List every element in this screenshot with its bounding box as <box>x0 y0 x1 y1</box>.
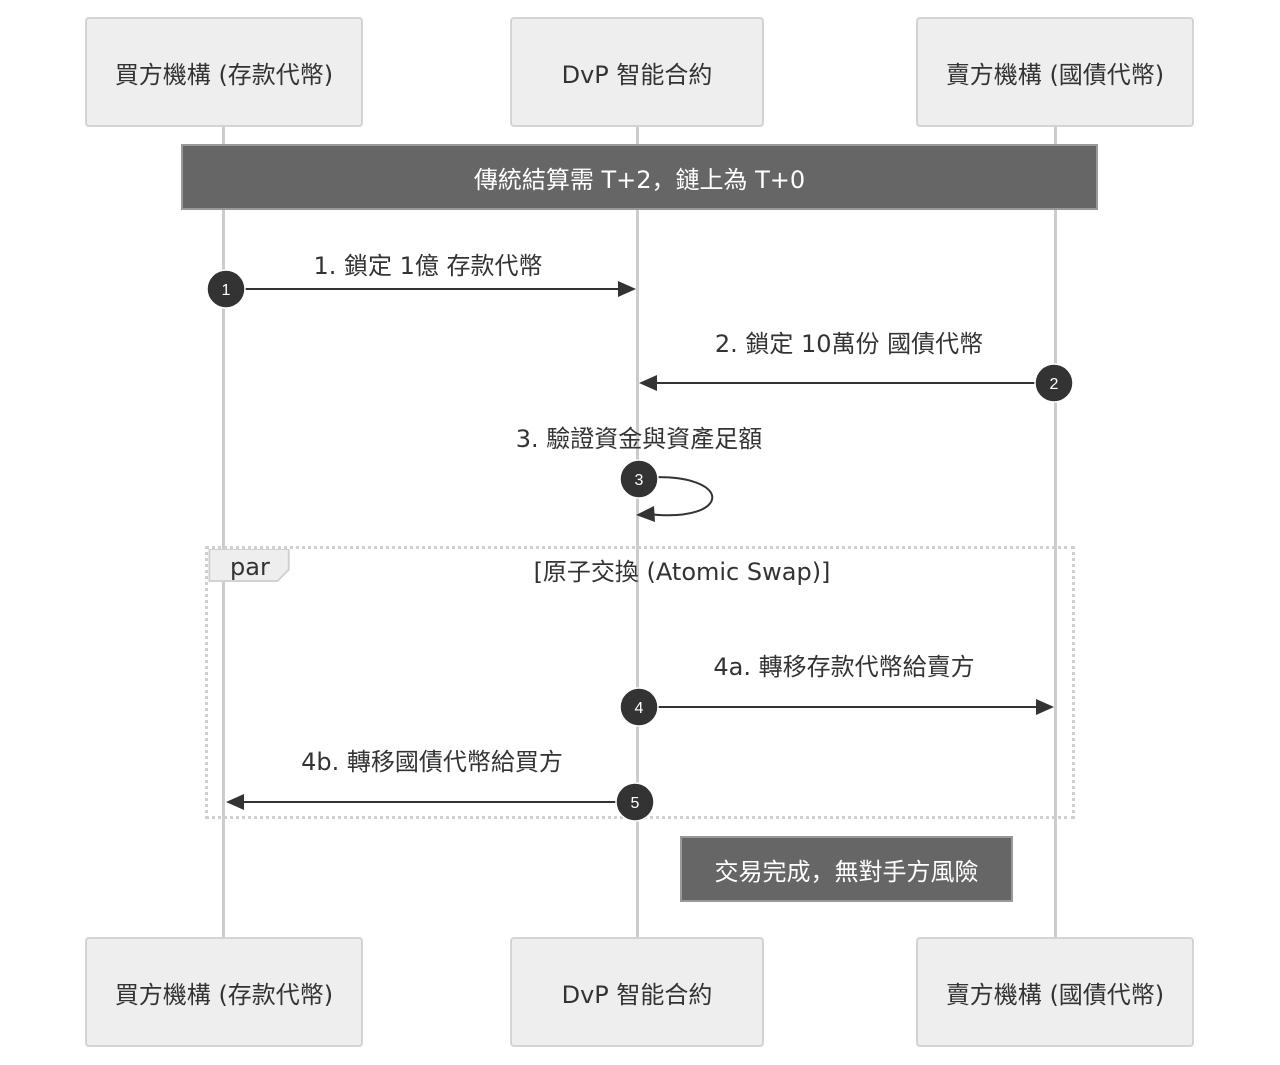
message-2-arrow: 2 <box>639 363 1074 403</box>
svg-text:1: 1 <box>222 282 231 299</box>
actor-contract-bottom: DvP 智能合約 <box>510 937 764 1047</box>
note-complete: 交易完成，無對手方風險 <box>680 836 1013 902</box>
svg-text:4: 4 <box>635 700 644 717</box>
svg-text:2: 2 <box>1050 376 1059 393</box>
actor-contract-top: DvP 智能合約 <box>510 17 764 127</box>
svg-text:3: 3 <box>635 472 644 489</box>
actor-seller-top: 賣方機構 (國債代幣) <box>916 17 1194 127</box>
note-settlement: 傳統結算需 T+2，鏈上為 T+0 <box>181 144 1098 210</box>
message-1-arrow: 1 <box>206 269 636 309</box>
lifeline-contract <box>636 127 639 937</box>
lifeline-seller <box>1054 127 1057 937</box>
svg-text:5: 5 <box>631 795 640 812</box>
par-tag-shape <box>208 549 290 583</box>
lifeline-buyer <box>222 127 225 937</box>
par-title: [原子交換 (Atomic Swap)] <box>533 558 831 586</box>
message-3-arrow: 3 <box>619 459 714 522</box>
actor-buyer-bottom: 買方機構 (存款代幣) <box>85 937 363 1047</box>
actor-buyer-top: 買方機構 (存款代幣) <box>85 17 363 127</box>
message-1-label: 1. 鎖定 1億 存款代幣 <box>313 252 543 280</box>
message-4-arrow: 4 <box>619 687 1054 727</box>
par-tag-label: par <box>230 553 270 581</box>
message-5-arrow: 5 <box>226 782 655 822</box>
message-4-label: 4a. 轉移存款代幣給賣方 <box>713 653 975 681</box>
message-2-label: 2. 鎖定 10萬份 國債代幣 <box>714 330 984 358</box>
message-5-label: 4b. 轉移國債代幣給買方 <box>301 748 563 776</box>
actor-seller-bottom: 賣方機構 (國債代幣) <box>916 937 1194 1047</box>
message-3-label: 3. 驗證資金與資產足額 <box>515 425 763 453</box>
